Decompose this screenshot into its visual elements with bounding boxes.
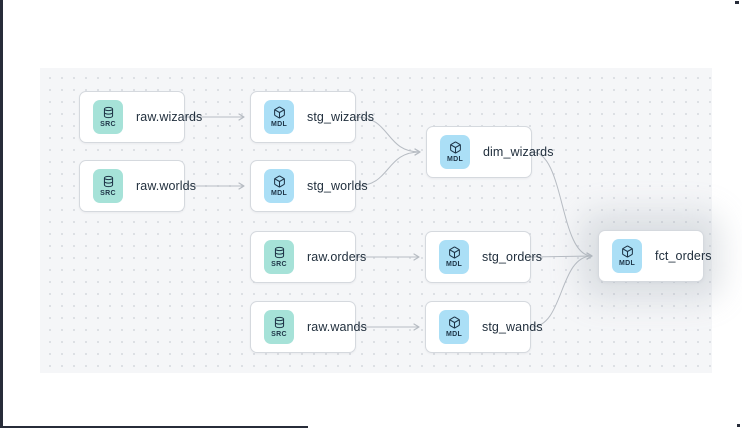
badge-label: SRC <box>100 121 116 128</box>
edge-dim_wizards-to-fct_orders <box>531 151 593 260</box>
badge-label: SRC <box>100 190 116 197</box>
window-corner-speck-bottom-right <box>737 424 740 427</box>
source-badge: SRC <box>93 169 123 203</box>
window-edge-bottom <box>0 426 308 428</box>
node-fct_orders[interactable]: MDL fct_orders <box>598 230 711 282</box>
model-badge: MDL <box>612 239 642 273</box>
badge-label: MDL <box>445 261 463 268</box>
node-label: stg_wizards <box>307 110 375 124</box>
cube-icon <box>621 245 633 258</box>
model-badge: MDL <box>264 169 294 203</box>
node-raw_worlds[interactable]: SRC raw.worlds <box>79 160 196 212</box>
cube-icon <box>448 246 460 259</box>
database-icon <box>274 316 284 329</box>
badge-label: SRC <box>271 261 287 268</box>
badge-label: MDL <box>445 331 463 338</box>
node-label: raw.wizards <box>136 110 203 124</box>
model-badge: MDL <box>439 310 469 344</box>
model-badge: MDL <box>439 240 469 274</box>
node-raw_wands[interactable]: SRC raw.wands <box>250 301 367 353</box>
model-badge: MDL <box>440 135 470 169</box>
node-raw_orders[interactable]: SRC raw.orders <box>250 231 366 283</box>
node-raw_wizards[interactable]: SRC raw.wizards <box>79 91 202 143</box>
badge-label: MDL <box>618 260 636 267</box>
cube-icon <box>273 175 285 188</box>
badge-label: SRC <box>271 331 287 338</box>
source-badge: SRC <box>93 100 123 134</box>
node-stg_wizards[interactable]: MDL stg_wizards <box>250 91 374 143</box>
node-label: raw.wands <box>307 320 367 334</box>
model-badge: MDL <box>264 100 294 134</box>
cube-icon <box>273 106 285 119</box>
badge-label: MDL <box>270 190 288 197</box>
database-icon <box>103 106 113 119</box>
edge-stg_wands-to-fct_orders <box>530 252 593 328</box>
node-label: raw.worlds <box>136 179 197 193</box>
cube-icon <box>449 141 461 154</box>
node-label: fct_orders <box>655 249 712 263</box>
node-stg_wands[interactable]: MDL stg_wands <box>425 301 543 353</box>
node-dim_wizards[interactable]: MDL dim_wizards <box>426 126 553 178</box>
cube-icon <box>448 316 460 329</box>
node-label: dim_wizards <box>483 145 554 159</box>
database-icon <box>103 175 113 188</box>
node-label: stg_wands <box>482 320 543 334</box>
badge-label: MDL <box>270 121 288 128</box>
badge-label: MDL <box>446 156 464 163</box>
database-icon <box>274 246 284 259</box>
window-edge-left <box>0 0 3 428</box>
node-label: raw.orders <box>307 250 367 264</box>
window-corner-speck-top-right <box>735 1 739 4</box>
source-badge: SRC <box>264 240 294 274</box>
node-stg_worlds[interactable]: MDL stg_worlds <box>250 160 368 212</box>
node-stg_orders[interactable]: MDL stg_orders <box>425 231 542 283</box>
node-label: stg_orders <box>482 250 543 264</box>
source-badge: SRC <box>264 310 294 344</box>
node-label: stg_worlds <box>307 179 368 193</box>
